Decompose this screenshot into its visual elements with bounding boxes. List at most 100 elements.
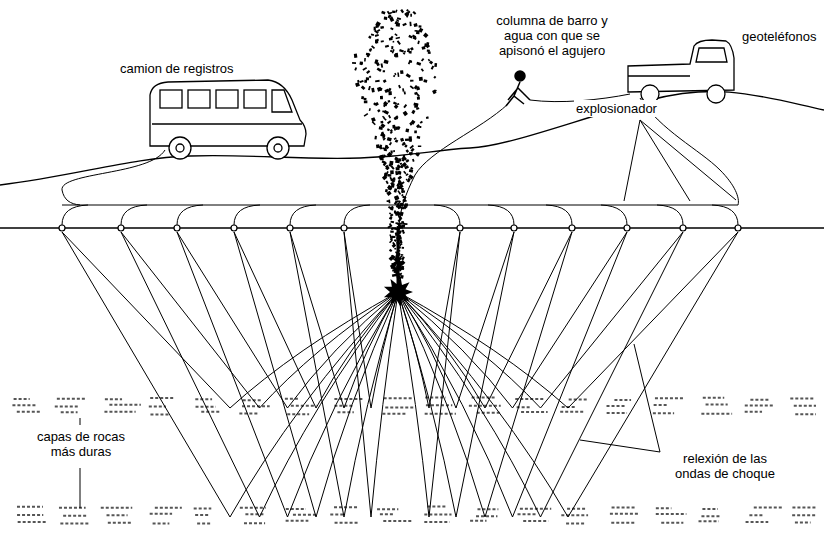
leader-line (640, 120, 690, 201)
downgoing-ray (344, 292, 398, 517)
rock-layer-stroke (201, 411, 219, 413)
rock-layer-stroke (521, 411, 548, 413)
debris (398, 158, 401, 161)
rock-layer-stroke (470, 520, 486, 522)
debris (375, 34, 379, 37)
geophone-cable (712, 205, 738, 225)
debris (377, 87, 382, 92)
geophone-cable (601, 205, 627, 225)
rock-layer-stroke (244, 522, 265, 524)
rock-layer-stroke (469, 405, 501, 407)
geophone-label: geoteléfonos (740, 28, 818, 45)
debris (355, 82, 360, 87)
debris (401, 230, 405, 234)
debris (389, 17, 394, 23)
debris (393, 150, 395, 152)
upgoing-ray (456, 232, 514, 408)
debris (394, 73, 396, 75)
rock-layer-stroke (790, 397, 815, 399)
geophone-cable (546, 205, 572, 225)
geophone (680, 225, 686, 231)
geophone-cable (177, 205, 203, 225)
debris (382, 160, 386, 163)
debris (366, 70, 370, 74)
explosion-burst (384, 277, 413, 307)
debris (408, 35, 412, 39)
debris (403, 104, 407, 108)
debris (364, 98, 367, 101)
van-stripe (152, 123, 302, 124)
debris (397, 72, 399, 77)
rock-layer-stroke (242, 405, 270, 407)
debris (389, 234, 392, 238)
van-window (244, 90, 266, 108)
rock-layer-stroke (745, 405, 775, 407)
debris (410, 80, 413, 82)
debris (402, 247, 404, 249)
debris (400, 70, 404, 74)
debris (364, 58, 366, 62)
debris (423, 33, 428, 38)
debris (403, 155, 405, 159)
debris (406, 11, 411, 15)
leader-lines (80, 120, 736, 508)
mud-column (352, 9, 437, 280)
debris (388, 200, 390, 204)
debris (364, 113, 369, 117)
debris (402, 142, 406, 146)
debris (380, 155, 384, 159)
explosion (384, 277, 413, 307)
debris (377, 109, 380, 112)
rock-layer-stroke (109, 404, 140, 406)
debris (410, 47, 414, 51)
debris (409, 169, 413, 173)
debris (409, 139, 412, 142)
debris (384, 149, 387, 152)
debris (369, 75, 372, 78)
rock-layer-stroke (286, 520, 309, 522)
geophone (511, 225, 517, 231)
debris (432, 90, 436, 95)
debris (396, 200, 399, 202)
downgoing-ray (230, 292, 398, 517)
rock-layer-stroke (240, 507, 266, 509)
geophone-cable (657, 205, 683, 225)
van-wheel (267, 137, 289, 159)
debris (423, 79, 427, 83)
rock-layers (12, 398, 816, 524)
debris (385, 165, 390, 170)
debris (409, 122, 412, 125)
debris (390, 36, 393, 39)
debris (391, 178, 396, 183)
rock-layer-stroke (424, 521, 449, 523)
rock-layer-stroke (60, 522, 89, 524)
geophone-cable (62, 205, 88, 225)
upgoing-ray (541, 232, 684, 408)
debris (361, 86, 366, 91)
rock-layer-stroke (794, 405, 816, 407)
debris (394, 188, 398, 192)
debris (399, 49, 404, 53)
truck-bed (628, 75, 690, 76)
geophone (735, 225, 741, 231)
debris (427, 50, 430, 52)
debris (392, 11, 395, 14)
leader-line (640, 120, 736, 200)
rock-layer-stroke (792, 514, 816, 516)
debris (396, 236, 400, 240)
debris (387, 120, 391, 124)
rock-layer-stroke (377, 508, 398, 510)
debris (385, 45, 389, 48)
debris (395, 256, 400, 261)
debris (352, 62, 356, 64)
debris (397, 246, 401, 249)
person (506, 71, 530, 106)
debris (434, 63, 437, 67)
debris (354, 67, 357, 71)
rock-layer-stroke (383, 520, 412, 522)
debris (415, 30, 418, 32)
debris (397, 246, 401, 250)
debris (389, 142, 392, 146)
debris (391, 46, 393, 49)
debris (419, 77, 423, 81)
